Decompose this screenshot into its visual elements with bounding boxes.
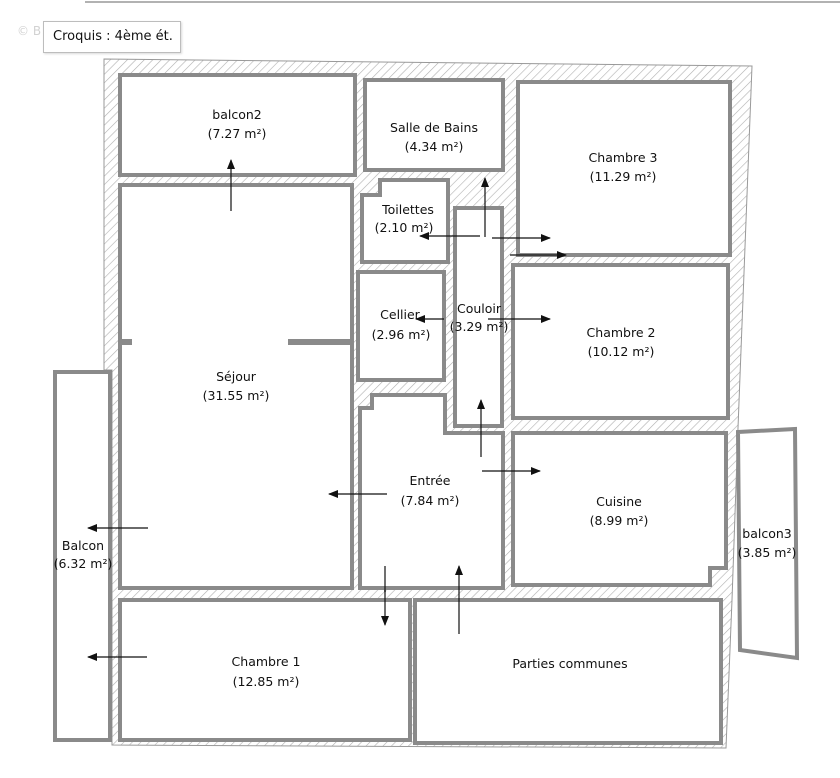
label-sejour-area: (31.55 m²) bbox=[203, 388, 270, 403]
label-sejour-name: Séjour bbox=[216, 369, 257, 384]
label-cuisine-name: Cuisine bbox=[596, 494, 642, 509]
label-balcon3-name: balcon3 bbox=[742, 526, 791, 541]
label-cellier-name: Cellier bbox=[380, 307, 421, 322]
sketch-title: Croquis : 4ème ét. bbox=[43, 21, 181, 53]
label-balcon3-area: (3.85 m²) bbox=[738, 545, 797, 560]
room-chambre1 bbox=[118, 598, 412, 742]
room-cellier bbox=[356, 270, 446, 382]
watermark: © B bbox=[17, 24, 42, 38]
label-chambre3-name: Chambre 3 bbox=[589, 150, 658, 165]
room-chambre2 bbox=[511, 263, 730, 420]
label-chambre1-name: Chambre 1 bbox=[232, 654, 301, 669]
label-chambre1-area: (12.85 m²) bbox=[233, 674, 300, 689]
room-cuisine bbox=[511, 431, 728, 587]
room-sejour bbox=[118, 183, 354, 590]
circulation-arrows bbox=[87, 159, 567, 661]
label-couloir-name: Couloir bbox=[457, 301, 502, 316]
label-entree-area: (7.84 m²) bbox=[401, 493, 460, 508]
room-salle-de-bains bbox=[363, 78, 505, 172]
room-balcon bbox=[53, 370, 112, 742]
room-balcon2 bbox=[118, 73, 357, 177]
label-balcon2-name: balcon2 bbox=[212, 107, 261, 122]
room-entree bbox=[358, 393, 505, 590]
room-labels: balcon2 (7.27 m²) Salle de Bains (4.34 m… bbox=[54, 107, 797, 689]
label-toilettes-name: Toilettes bbox=[381, 202, 434, 217]
label-balcon2-area: (7.27 m²) bbox=[208, 126, 267, 141]
room-balcon3 bbox=[735, 426, 800, 661]
label-chambre3-area: (11.29 m²) bbox=[590, 169, 657, 184]
label-entree-name: Entrée bbox=[410, 473, 451, 488]
label-balcon-area: (6.32 m²) bbox=[54, 556, 113, 571]
room-couloir bbox=[453, 206, 504, 428]
label-salle-de-bains-name: Salle de Bains bbox=[390, 120, 478, 135]
label-chambre2-area: (10.12 m²) bbox=[588, 344, 655, 359]
label-couloir-area: (3.29 m²) bbox=[450, 319, 509, 334]
label-cellier-area: (2.96 m²) bbox=[372, 327, 431, 342]
label-parties-communes-name: Parties communes bbox=[512, 656, 627, 671]
room-parties-communes bbox=[413, 598, 723, 745]
label-salle-de-bains-area: (4.34 m²) bbox=[405, 139, 464, 154]
room-chambre3 bbox=[516, 80, 732, 257]
label-cuisine-area: (8.99 m²) bbox=[590, 513, 649, 528]
label-balcon-name: Balcon bbox=[62, 538, 104, 553]
label-toilettes-area: (2.10 m²) bbox=[375, 220, 434, 235]
room-toilettes bbox=[360, 178, 450, 264]
label-chambre2-name: Chambre 2 bbox=[587, 325, 656, 340]
